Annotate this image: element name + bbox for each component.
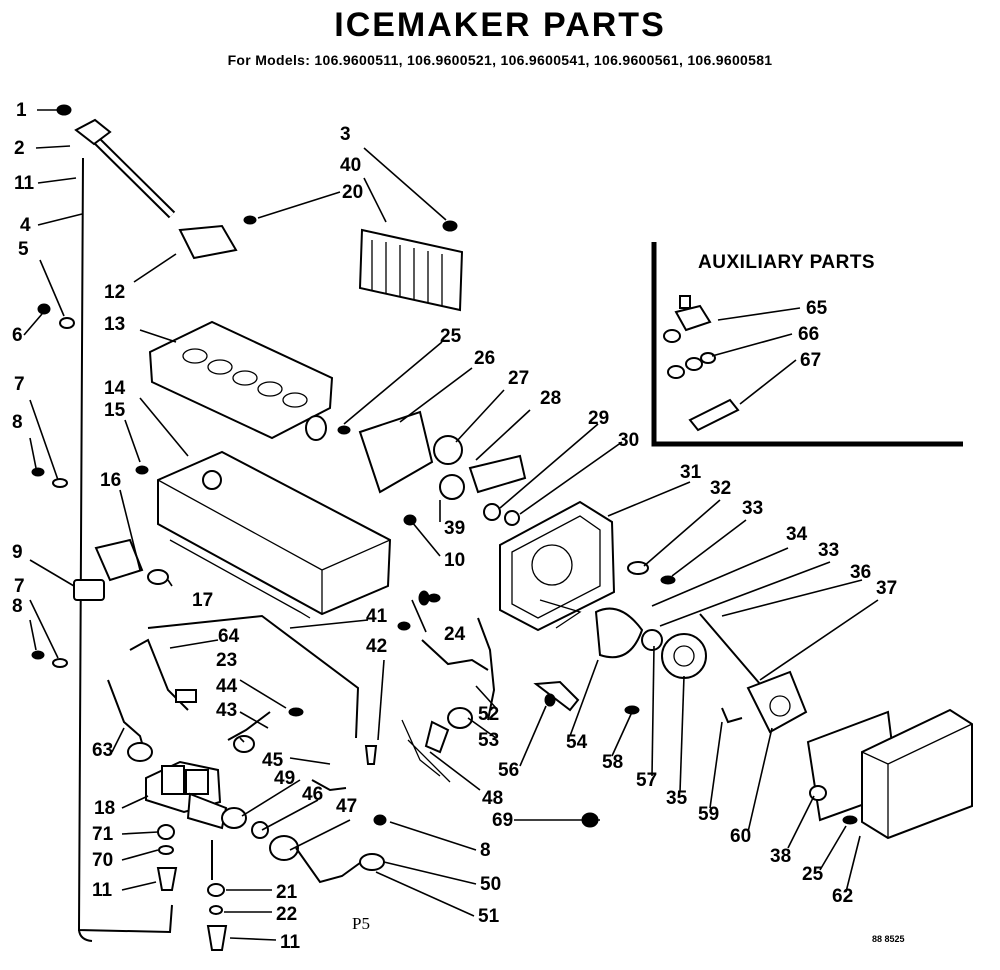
callout-2: 2: [14, 138, 25, 159]
callout-28: 28: [540, 388, 561, 409]
callout-36: 36: [850, 562, 871, 583]
auxiliary-parts-title: AUXILIARY PARTS: [698, 252, 876, 273]
callout-3: 3: [340, 124, 351, 145]
callout-70: 70: [92, 850, 113, 871]
callout-8: 8: [12, 412, 23, 433]
callout-22: 22: [276, 904, 297, 925]
callout-40: 40: [340, 155, 361, 176]
inlet-fittings: [156, 824, 228, 951]
callout-8: 8: [480, 840, 491, 861]
callout-71: 71: [92, 824, 114, 845]
callout-17: 17: [192, 590, 213, 611]
callout-33: 33: [742, 498, 763, 519]
callout-7: 7: [14, 576, 25, 597]
callout-11: 11: [14, 173, 35, 194]
callout-7: 7: [14, 374, 25, 395]
callout-1: 1: [16, 100, 27, 121]
callout-51: 51: [478, 906, 500, 927]
callout-49: 49: [274, 768, 295, 789]
callout-25: 25: [802, 864, 824, 885]
callout-52: 52: [478, 704, 499, 725]
callout-65: 65: [806, 298, 828, 319]
timing-motor: [721, 670, 808, 734]
callout-66: 66: [798, 324, 819, 345]
thermostat-wiring: [107, 590, 496, 783]
drive-plate-assembly: [337, 410, 527, 526]
callout-53: 53: [478, 730, 499, 751]
callout-24: 24: [444, 624, 466, 645]
callout-58: 58: [602, 752, 623, 773]
callout-48: 48: [482, 788, 503, 809]
ice-stripper-housing: [135, 450, 392, 619]
callout-25: 25: [440, 326, 462, 347]
callout-9: 9: [12, 542, 23, 563]
callout-34: 34: [786, 524, 808, 545]
callout-26: 26: [474, 348, 495, 369]
callout-35: 35: [666, 788, 688, 809]
callout-30: 30: [618, 430, 639, 451]
callout-37: 37: [876, 578, 897, 599]
shutoff-arm-grille: [358, 228, 464, 312]
callout-43: 43: [216, 700, 237, 721]
auxiliary-parts-drawings: [663, 295, 740, 432]
callout-10: 10: [444, 550, 465, 571]
callout-56: 56: [498, 760, 519, 781]
callout-64: 64: [218, 626, 240, 647]
callout-15: 15: [104, 400, 126, 421]
callout-38: 38: [770, 846, 791, 867]
callout-6: 6: [12, 325, 23, 346]
callout-16: 16: [100, 470, 121, 491]
callout-44: 44: [216, 676, 238, 697]
callout-46: 46: [302, 784, 323, 805]
callout-11: 11: [280, 932, 301, 953]
callout-23: 23: [216, 650, 237, 671]
callout-42: 42: [366, 636, 387, 657]
callout-18: 18: [94, 798, 115, 819]
sheet-label: P5: [352, 914, 370, 933]
callout-11: 11: [92, 880, 113, 901]
callout-33: 33: [818, 540, 839, 561]
callout-27: 27: [508, 368, 529, 389]
callout-labels: 1 2 11 4 5 6 7 8 9 7 8 3 40 20 12 13 14 …: [12, 100, 897, 953]
callout-14: 14: [104, 378, 126, 399]
mold-heater-cover: [178, 215, 458, 260]
callout-8: 8: [12, 596, 23, 617]
callout-45: 45: [262, 750, 284, 771]
small-parts-right: [427, 561, 761, 715]
callout-31: 31: [680, 462, 702, 483]
callout-47: 47: [336, 796, 357, 817]
auxiliary-frame: [651, 242, 963, 447]
module-cover: [806, 708, 973, 840]
callout-32: 32: [710, 478, 731, 499]
leader-lines: [23, 109, 879, 941]
fill-tube-assembly: [73, 118, 176, 942]
callout-13: 13: [104, 314, 125, 335]
callout-5: 5: [18, 239, 29, 260]
callout-60: 60: [730, 826, 751, 847]
water-valve-assembly: [145, 707, 599, 884]
callout-21: 21: [276, 882, 298, 903]
callout-62: 62: [832, 886, 853, 907]
callout-50: 50: [480, 874, 501, 895]
callout-12: 12: [104, 282, 125, 303]
callout-67: 67: [800, 350, 821, 371]
callout-69: 69: [492, 810, 513, 831]
callout-4: 4: [20, 215, 31, 236]
callout-20: 20: [342, 182, 363, 203]
ice-mold: [148, 320, 334, 441]
support-clamp: [94, 538, 169, 585]
model-list: For Models: 106.9600511, 106.9600521, 10…: [227, 52, 773, 68]
callout-63: 63: [92, 740, 113, 761]
callout-39: 39: [444, 518, 465, 539]
page-title: ICEMAKER PARTS: [334, 6, 666, 44]
callout-29: 29: [588, 408, 609, 429]
callout-57: 57: [636, 770, 657, 791]
callout-54: 54: [566, 732, 588, 753]
drawing-code: 88 8525: [872, 934, 905, 944]
callout-41: 41: [366, 606, 388, 627]
callout-59: 59: [698, 804, 719, 825]
motor-mounting-plate: [499, 500, 616, 632]
